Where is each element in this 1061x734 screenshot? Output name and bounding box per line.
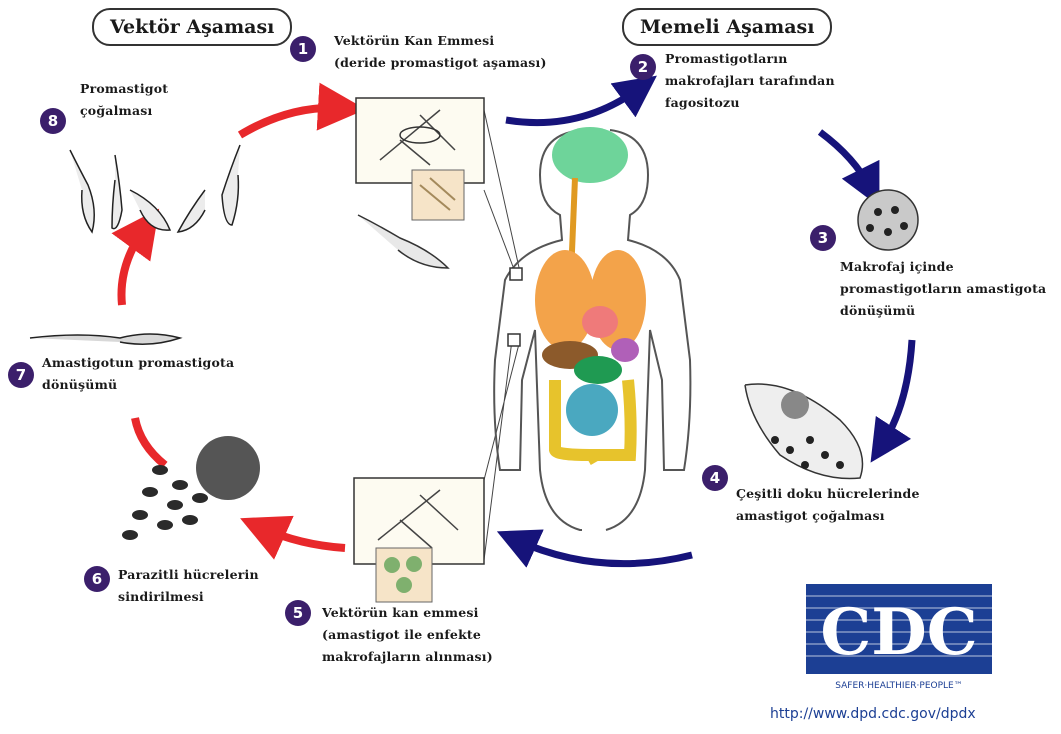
left-lung-shape (535, 250, 595, 350)
cdc-logo: CDC SAFER·HEALTHIER·PEOPLE™ (806, 584, 992, 692)
macrophage-cell (858, 190, 918, 250)
tissue-cell-amastigotes (745, 384, 863, 479)
sandfly-bite-inset-1 (356, 98, 484, 220)
stomach-shape (574, 356, 622, 384)
sandfly-bite-inset-5 (354, 478, 484, 602)
arrow-1-to-2 (506, 88, 640, 123)
arrow-6-to-7 (135, 418, 165, 465)
intestine-shape (566, 384, 618, 436)
promastigote-cluster (70, 145, 240, 232)
arrow-5-to-6 (262, 528, 345, 548)
arrow-8-to-1 (240, 108, 342, 135)
step-4-number: 4 (702, 465, 728, 491)
step-5-number: 5 (285, 600, 311, 626)
step-1-text: Vektörün Kan Emmesi(deride promastigot a… (334, 30, 547, 74)
spleen-shape (611, 338, 639, 362)
arrow-3-to-4 (882, 340, 912, 445)
arrow-2-to-3 (820, 132, 870, 188)
mammal-stage-label: Memeli Aşaması (622, 8, 832, 46)
arrow-4-to-5 (516, 540, 692, 564)
transforming-parasite-shape (30, 334, 180, 344)
infected-cells-cluster (122, 436, 260, 540)
step-8-number: 8 (40, 108, 66, 134)
step-1-number: 1 (290, 36, 316, 62)
cdc-logo-letters: CDC (820, 595, 977, 670)
step-5-text: Vektörün kan emmesi(amastigot ile enfekt… (322, 602, 493, 668)
cdc-url-link[interactable]: http://www.dpd.cdc.gov/dpdx (770, 706, 976, 722)
step-2-number: 2 (630, 54, 656, 80)
promastigote-shape (358, 215, 448, 268)
cdc-tagline: SAFER·HEALTHIER·PEOPLE™ (835, 681, 962, 691)
arrow-7-to-8 (121, 228, 145, 305)
vector-stage-label: Vektör Aşaması (92, 8, 292, 46)
step-7-number: 7 (8, 362, 34, 388)
heart-shape (582, 306, 618, 338)
brain-shape (552, 127, 628, 183)
step-6-number: 6 (84, 566, 110, 592)
step-3-number: 3 (810, 225, 836, 251)
